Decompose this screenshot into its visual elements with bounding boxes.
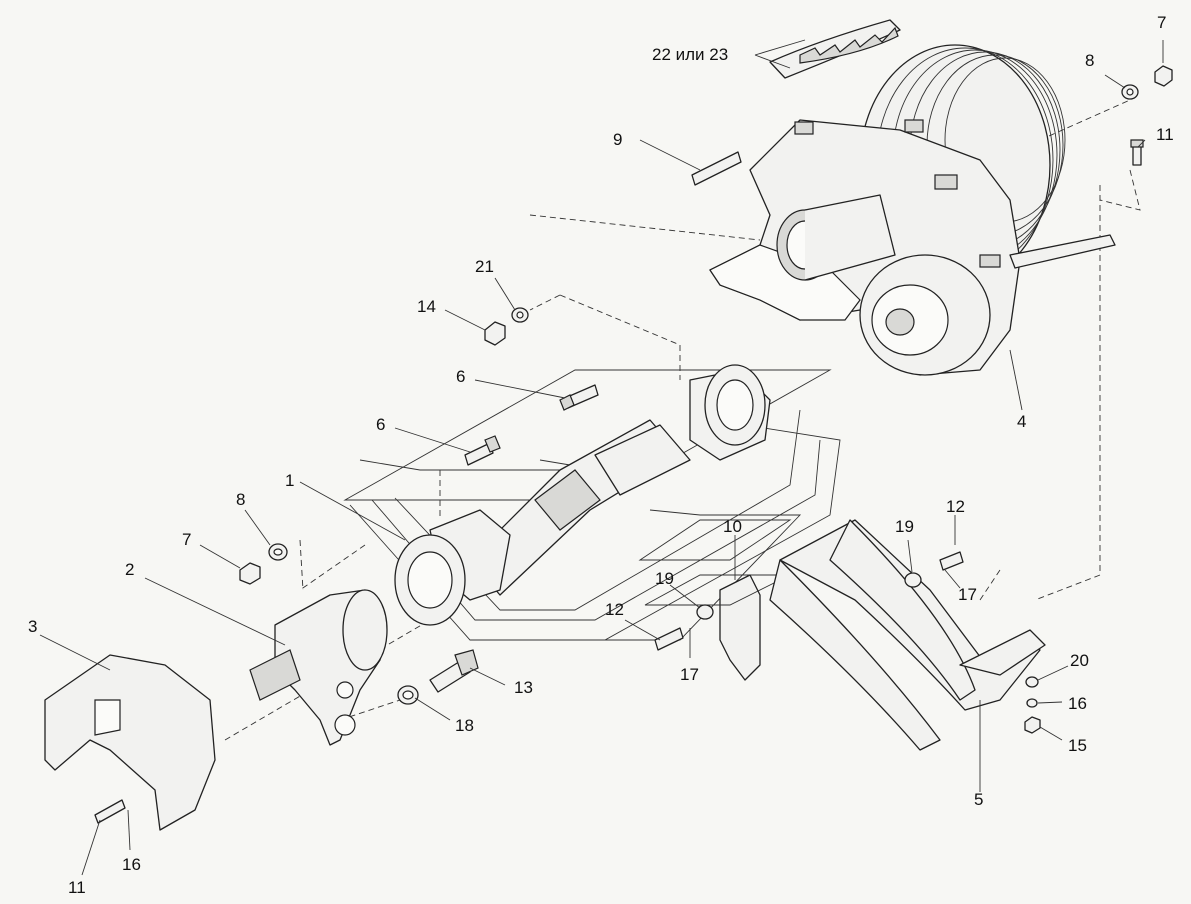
- bolt-6-upper: [559, 384, 599, 411]
- callout-17-right: 17: [958, 585, 977, 604]
- input-housing: [249, 589, 388, 746]
- callout-15: 15: [1068, 736, 1087, 755]
- cover-3: [44, 654, 216, 831]
- bolt-6-lower: [464, 435, 501, 466]
- callout-19-left: 19: [655, 569, 674, 588]
- callout-22-23: 22 или 23: [652, 45, 728, 64]
- callout-18: 18: [455, 716, 474, 735]
- callout-16-right: 16: [1068, 694, 1087, 713]
- washer-19-right: [904, 572, 922, 588]
- callout-12-left: 12: [605, 600, 624, 619]
- bolt-11-top: [1130, 139, 1144, 166]
- nut-7-top: [1154, 65, 1173, 87]
- callout-21: 21: [475, 257, 494, 276]
- axis-lines: [224, 99, 1141, 741]
- callout-1: 1: [285, 471, 294, 490]
- washer-19-left: [696, 604, 714, 620]
- cardan-shaft: [343, 364, 841, 641]
- callout-8-left: 8: [236, 490, 245, 509]
- callout-8-top: 8: [1085, 51, 1094, 70]
- washer-21: [511, 307, 529, 323]
- bolt-11-bottom: [94, 799, 126, 824]
- callout-10: 10: [723, 517, 742, 536]
- fastener-stack-15-16-20: [1024, 676, 1041, 734]
- callout-4: 4: [1017, 412, 1026, 431]
- callout-6-lower: 6: [376, 415, 385, 434]
- callout-12-right: 12: [946, 497, 965, 516]
- strap-5: [769, 519, 1046, 751]
- callout-5: 5: [974, 790, 983, 809]
- belt-segment: [769, 19, 901, 79]
- callout-11-bottom: 11: [68, 878, 86, 897]
- gearbox-assembly: [709, 44, 1116, 376]
- leader-lines: [39, 39, 1164, 876]
- callout-17-left: 17: [680, 665, 699, 684]
- callout-20: 20: [1070, 651, 1089, 670]
- nut-14: [484, 321, 506, 346]
- bolt-12-left: [654, 627, 684, 651]
- callout-19-right: 19: [895, 517, 914, 536]
- callout-2: 2: [125, 560, 134, 579]
- washer-18: [397, 685, 419, 705]
- callout-3: 3: [28, 617, 37, 636]
- callout-7-top: 7: [1157, 13, 1166, 32]
- nut-7-left: [239, 562, 261, 585]
- washer-8-left: [268, 543, 288, 561]
- bolt-12-right: [939, 551, 964, 571]
- callout-7-left: 7: [182, 530, 191, 549]
- callout-9: 9: [613, 130, 622, 149]
- stud-9: [691, 151, 742, 186]
- washer-8-top: [1121, 84, 1139, 100]
- callout-13: 13: [514, 678, 533, 697]
- bolt-13: [429, 649, 479, 693]
- callout-14: 14: [417, 297, 436, 316]
- callout-11-top: 11: [1156, 125, 1174, 144]
- callout-labels: 22 или 23 7 8 11 9 21 14 6 6 4 1 8 7 2 3…: [28, 13, 1174, 897]
- callout-16-bottom: 16: [122, 855, 141, 874]
- bracket-10: [638, 519, 792, 681]
- callout-6-upper: 6: [456, 367, 465, 386]
